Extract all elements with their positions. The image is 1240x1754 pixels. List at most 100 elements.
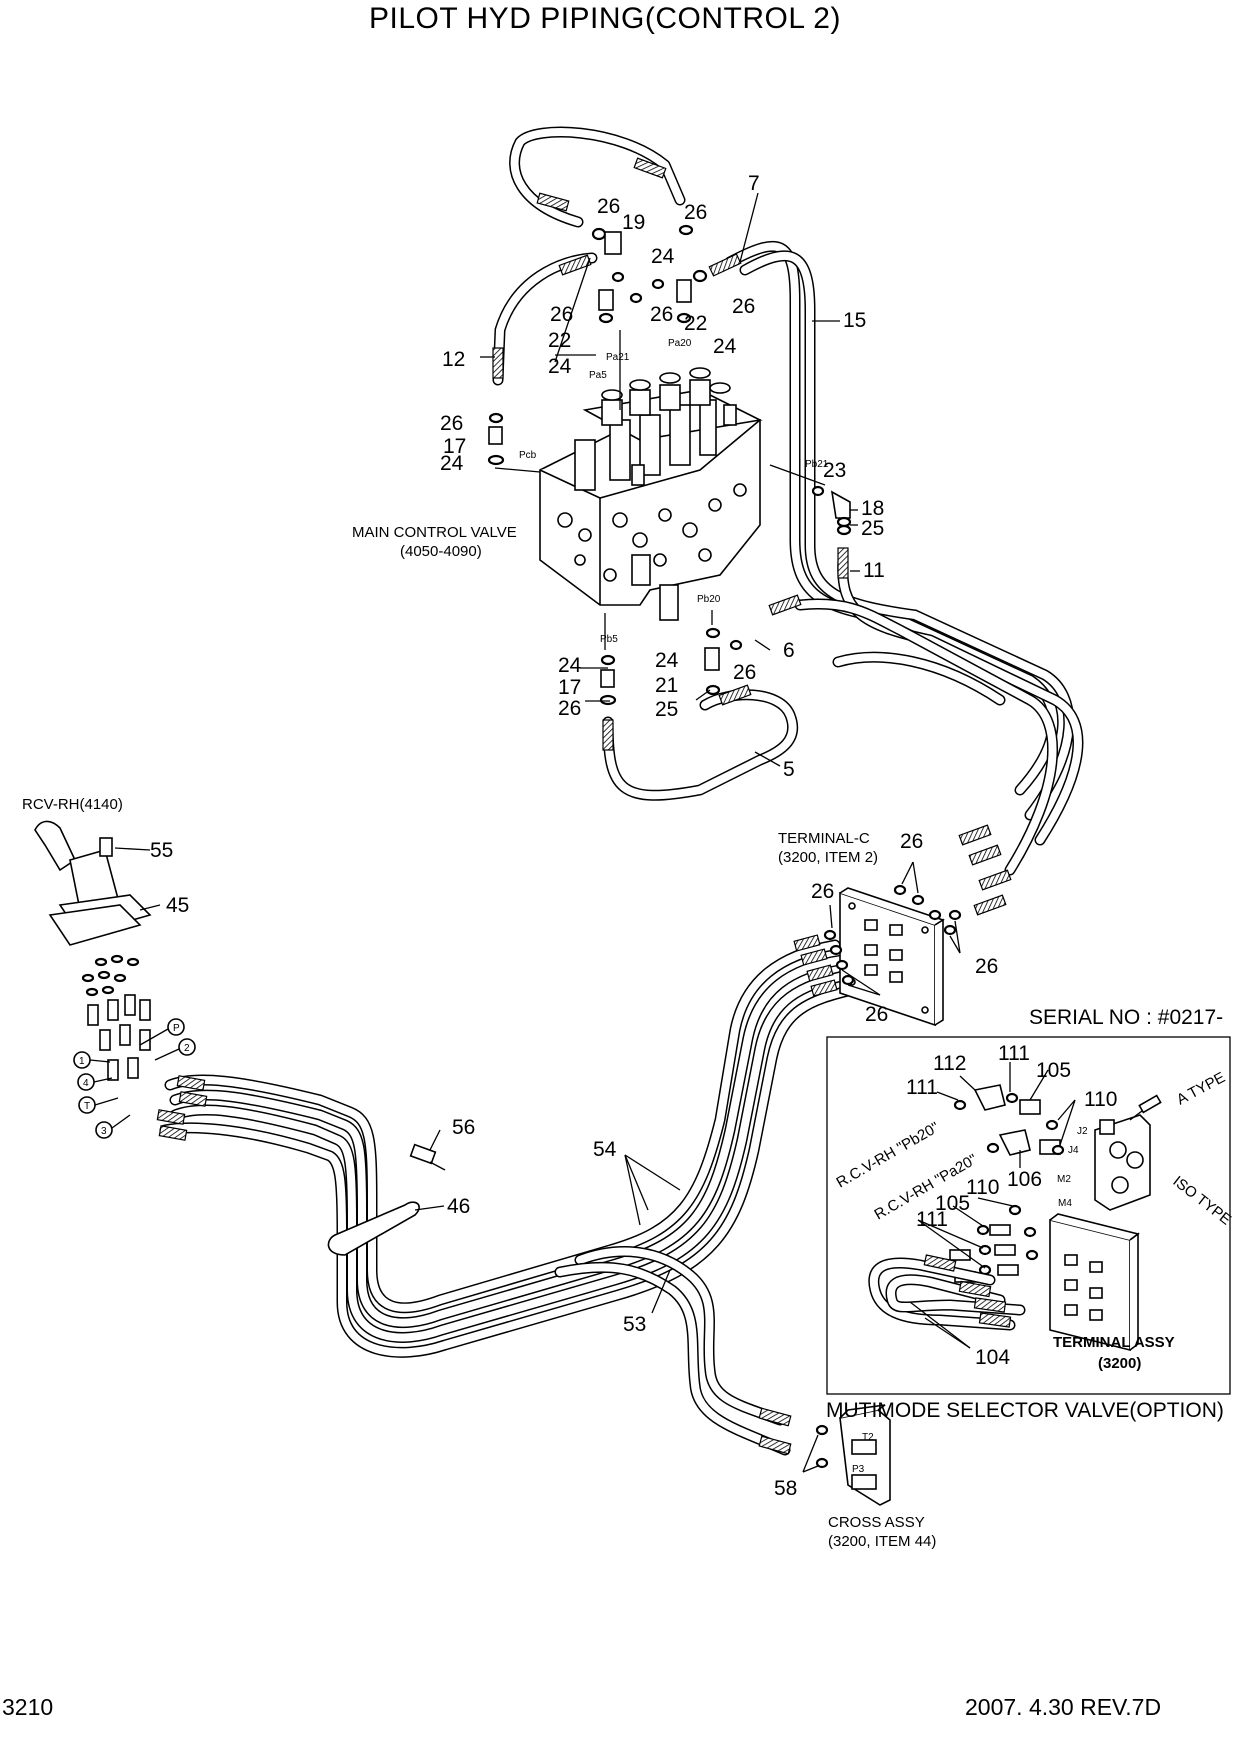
terminal-assy-label: TERMINAL ASSY [1053, 1334, 1175, 1351]
part-17-a: 17 [443, 435, 466, 458]
part-7: 7 [748, 172, 760, 195]
part-24-d: 24 [440, 452, 464, 475]
part-12: 12 [442, 348, 465, 371]
part-24-a: 24 [651, 245, 675, 268]
mcv-port-labels: Pa21 Pa5 Pa20 Pcb Pb21 Pb20 Pb5 [519, 338, 829, 645]
cross-assy-name: CROSS ASSY [828, 1514, 925, 1531]
part-26-d: 26 [650, 303, 673, 326]
part-45: 45 [166, 894, 189, 917]
part-5: 5 [783, 758, 795, 781]
rcv-port-p: P [173, 1023, 180, 1034]
clamp-drawing [327, 1143, 446, 1256]
rcv-port-3: 3 [101, 1126, 107, 1137]
inset-multimode-selector [826, 1036, 1231, 1395]
rcv-port-t: T [84, 1101, 90, 1112]
terminal-c-name: TERMINAL-C [778, 830, 870, 847]
port-label-pb5: Pb5 [600, 634, 618, 645]
port-label-pb20: Pb20 [697, 594, 721, 605]
part-26-e: 26 [732, 295, 755, 318]
inset-port-m4: M4 [1058, 1198, 1072, 1209]
svg-text:T2: T2 [862, 1432, 874, 1443]
rcv-port-4: 4 [83, 1078, 89, 1089]
part-17-b: 17 [558, 676, 581, 699]
port-label-pa20: Pa20 [668, 338, 692, 349]
part-56: 56 [452, 1116, 475, 1139]
main-control-valve-drawing [539, 367, 763, 621]
part-11: 11 [863, 559, 885, 582]
assembly-labels: MAIN CONTROL VALVE (4050-4090) RCV-RH(41… [22, 524, 936, 1550]
inset-part-112: 112 [933, 1052, 966, 1075]
mcv-ref: (4050-4090) [400, 543, 482, 560]
hose-fitting-group [156, 157, 1012, 1455]
port-label-pcb: Pcb [519, 450, 537, 461]
part-26-a: 26 [597, 195, 620, 218]
inset-part-110-a: 110 [1084, 1088, 1117, 1111]
inset-labels: SERIAL NO : #0217- MUTIMODE SELECTOR VAL… [826, 1006, 1234, 1422]
page-number: 3210 [2, 1694, 54, 1720]
part-24-e: 24 [558, 654, 582, 677]
leader-lines [114, 192, 860, 1314]
part-25-a: 25 [861, 517, 884, 540]
part-26-k: 26 [975, 955, 998, 978]
part-22-b: 22 [684, 312, 707, 335]
part-22-a: 22 [548, 329, 571, 352]
inset-port-j4: J4 [1068, 1145, 1079, 1156]
cross-assy-drawing: T2 P3 [802, 1404, 891, 1506]
part-19: 19 [622, 211, 645, 234]
part-24-b: 24 [548, 355, 572, 378]
date-revision: 2007. 4.30 REV.7D [965, 1694, 1162, 1720]
terminal-c-drawing [823, 861, 962, 1027]
part-26-h: 26 [558, 697, 581, 720]
port-label-pa21: Pa21 [606, 352, 630, 363]
inset-port-m2: M2 [1057, 1174, 1071, 1185]
inset-part-111-b: 111 [906, 1076, 938, 1099]
port-label-pb21: Pb21 [805, 459, 829, 470]
mcv-fittings [487, 224, 852, 706]
inset-part-110-b: 110 [966, 1176, 999, 1199]
rcv-port-labels: P 1 2 4 T 3 [79, 1023, 190, 1137]
part-number-labels: 7 15 12 19 26 26 24 26 26 26 22 22 24 24… [150, 172, 998, 1500]
rcv-rh-drawing [34, 820, 196, 1139]
part-55: 55 [150, 839, 173, 862]
part-15: 15 [843, 309, 866, 332]
rcv-rh-label: RCV-RH(4140) [22, 796, 123, 813]
hose-group [159, 126, 1084, 1456]
part-25-b: 25 [655, 698, 678, 721]
mcv-name: MAIN CONTROL VALVE [352, 524, 517, 541]
part-6: 6 [783, 639, 795, 662]
rcv-port-1: 1 [79, 1056, 85, 1067]
inset-a-type: A TYPE [1174, 1069, 1228, 1109]
inset-part-106: 106 [1007, 1168, 1042, 1191]
part-26-b: 26 [684, 201, 707, 224]
inset-part-105-b: 105 [935, 1192, 970, 1215]
part-58: 58 [774, 1477, 797, 1500]
part-18: 18 [861, 497, 884, 520]
inset-iso-type: ISO TYPE [1170, 1173, 1235, 1229]
part-46: 46 [447, 1195, 470, 1218]
inset-port-j2: J2 [1077, 1126, 1088, 1137]
port-label-pa5: Pa5 [589, 370, 607, 381]
part-53: 53 [623, 1313, 646, 1336]
inset-caption: MUTIMODE SELECTOR VALVE(OPTION) [826, 1399, 1224, 1422]
part-54: 54 [593, 1138, 617, 1161]
part-26-j: 26 [811, 880, 834, 903]
part-26-f: 26 [440, 412, 463, 435]
part-26-g: 26 [733, 661, 756, 684]
inset-part-105-a: 105 [1036, 1059, 1071, 1082]
part-21: 21 [655, 674, 678, 697]
part-24-c: 24 [713, 335, 737, 358]
inset-serial: SERIAL NO : #0217- [1029, 1006, 1223, 1029]
page-title: PILOT HYD PIPING(CONTROL 2) [369, 2, 841, 35]
part-24-f: 24 [655, 649, 679, 672]
rcv-port-2: 2 [184, 1043, 190, 1054]
inset-part-104: 104 [975, 1346, 1010, 1369]
inset-part-111-a: 111 [998, 1042, 1030, 1065]
terminal-assy-ref: (3200) [1098, 1355, 1141, 1372]
part-26-c: 26 [550, 303, 573, 326]
svg-text:P3: P3 [852, 1464, 865, 1475]
part-23: 23 [823, 459, 846, 482]
cross-assy-ref: (3200, ITEM 44) [828, 1533, 936, 1550]
part-26-i: 26 [900, 830, 923, 853]
terminal-c-ref: (3200, ITEM 2) [778, 849, 878, 866]
